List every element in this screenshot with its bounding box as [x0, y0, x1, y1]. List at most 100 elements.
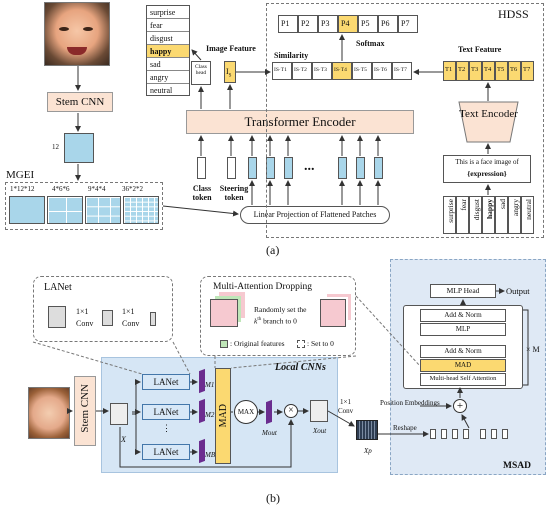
- emotion-item-highlighted: happy: [147, 45, 189, 58]
- hdss-panel: [266, 3, 544, 238]
- lanet-panel-title: LANet: [44, 282, 72, 293]
- conv-label: Conv: [338, 407, 354, 415]
- text-token-label: T3: [471, 66, 479, 73]
- emotion-item: disgust: [147, 32, 189, 45]
- prob-box: [358, 15, 378, 33]
- text-token-label: T7: [523, 66, 531, 73]
- prompt-line1: This is a face image of: [455, 158, 519, 166]
- msad-add-norm-bottom: [420, 345, 506, 358]
- transformer-encoder-label: Transformer Encoder: [244, 114, 356, 129]
- multiply-circle: ×: [284, 404, 298, 418]
- emotion-item: angry: [147, 71, 189, 84]
- mad-feature-stack: [210, 299, 238, 327]
- msad-add-circle: +: [453, 399, 467, 413]
- lanet-mid-cube: [102, 310, 113, 326]
- sim-cell: [352, 62, 372, 80]
- prob-label: P5: [361, 19, 370, 28]
- sim-cell: [292, 62, 312, 80]
- stem-cnn-label-a: Stem CNN: [55, 96, 105, 108]
- mad-desc-line2: kth branch to 0: [254, 316, 297, 326]
- stem-cnn-box-b: [74, 376, 96, 446]
- msad-add-norm-top: [420, 309, 506, 322]
- patch-token: [248, 157, 257, 179]
- conv-kernel-label: 1×1: [340, 398, 351, 406]
- mgei-grid-4: [123, 196, 159, 224]
- msad-mad: [420, 359, 506, 372]
- sim-cell-highlighted: [332, 62, 352, 80]
- prob-box: [318, 15, 338, 33]
- legend-original-label: : Original features: [230, 339, 285, 348]
- text-feature-token: [456, 61, 469, 81]
- lanet-conv2-label: Conv: [122, 319, 140, 328]
- msad-token: [480, 429, 486, 439]
- prob-box: [378, 15, 398, 33]
- sim-cell-label: IS·T1: [274, 67, 287, 73]
- local-cnns-title: Local CNNs: [275, 362, 326, 373]
- text-feature-token: [482, 61, 495, 81]
- msad-times-m: × M: [526, 345, 540, 354]
- emotion-item: fear: [147, 19, 189, 32]
- prompt-emotion-box: [508, 196, 521, 234]
- sim-cell: [392, 62, 412, 80]
- mgei-grid-label-1: 1*12*12: [10, 185, 35, 193]
- patch-token: [338, 157, 347, 179]
- legend-zero-label: : Set to 0: [307, 339, 334, 348]
- prob-box-highlighted: [338, 15, 358, 33]
- emotion-list: surprise fear disgust happy sad angry ne…: [146, 5, 190, 96]
- prob-box: [398, 15, 418, 33]
- caption-a: (a): [266, 243, 280, 257]
- prompt-box: [443, 155, 531, 183]
- lanet-out-cube: [150, 312, 156, 326]
- lanet-block-label: LANet: [153, 377, 179, 387]
- prompt-emotion-box: [456, 196, 469, 234]
- text-token-label: T6: [510, 66, 518, 73]
- class-head-box: [191, 61, 211, 85]
- hdss-title: HDSS: [498, 7, 529, 21]
- lanet-vdots: ⋮: [162, 423, 171, 433]
- mgei-title: MGEI: [6, 169, 35, 181]
- xp-stack: [356, 420, 378, 440]
- lanet-block-label: LANet: [153, 407, 179, 417]
- sim-cell-label: IS·T2: [294, 67, 307, 73]
- max-circle: [234, 400, 258, 424]
- msad-mhsa-label: Multi-head Self Attention: [429, 375, 497, 382]
- mad-panel: [200, 276, 356, 356]
- text-encoder-label: Text Encoder: [459, 108, 518, 120]
- class-token: [197, 157, 206, 179]
- prompt-emotion-box: [482, 196, 495, 234]
- lanet-block-2: [142, 404, 190, 420]
- msad-token: [441, 429, 447, 439]
- sim-cell: [312, 62, 332, 80]
- lanet-block-1: [142, 374, 190, 390]
- xout-cube: [310, 400, 328, 422]
- caption-b: (b): [266, 491, 280, 505]
- mgei-grid-label-2: 4*6*6: [52, 185, 70, 193]
- prob-label: P1: [281, 19, 290, 28]
- text-feature-token: [495, 61, 508, 81]
- text-feature-label: Text Feature: [458, 45, 502, 54]
- sim-cell-label: IS·T7: [394, 67, 407, 73]
- msad-mlp-head: [430, 284, 496, 298]
- mout-label: Mout: [262, 429, 277, 437]
- x-feature-cube: [110, 403, 128, 425]
- msad-token: [491, 429, 497, 439]
- lanet-conv1-label: Conv: [76, 319, 94, 328]
- mgei-grid-1: [9, 196, 45, 224]
- mgei-grid-label-3: 9*4*4: [88, 185, 106, 193]
- sim-cell-label: IS·T6: [374, 67, 387, 73]
- feature-map: [64, 133, 94, 163]
- prob-label: P7: [401, 19, 410, 28]
- lanet-conv1-kernel: 1×1: [76, 307, 89, 316]
- emotion-item: surprise: [147, 6, 189, 19]
- face-photo-b: [28, 387, 70, 439]
- image-feature-symbol: IS: [226, 67, 232, 79]
- prompt-line2: {expression}: [467, 169, 507, 178]
- mad-output-stack: [320, 299, 346, 327]
- sim-cell-label: IS·T5: [354, 67, 367, 73]
- linear-projection-label: Linear Projection of Flattened Patches: [253, 210, 377, 219]
- msad-token: [452, 429, 458, 439]
- msad-add-norm-top-label: Add & Norm: [444, 311, 482, 319]
- mad-panel-title: Multi-Attention Dropping: [213, 282, 312, 292]
- x-label: X: [121, 435, 126, 444]
